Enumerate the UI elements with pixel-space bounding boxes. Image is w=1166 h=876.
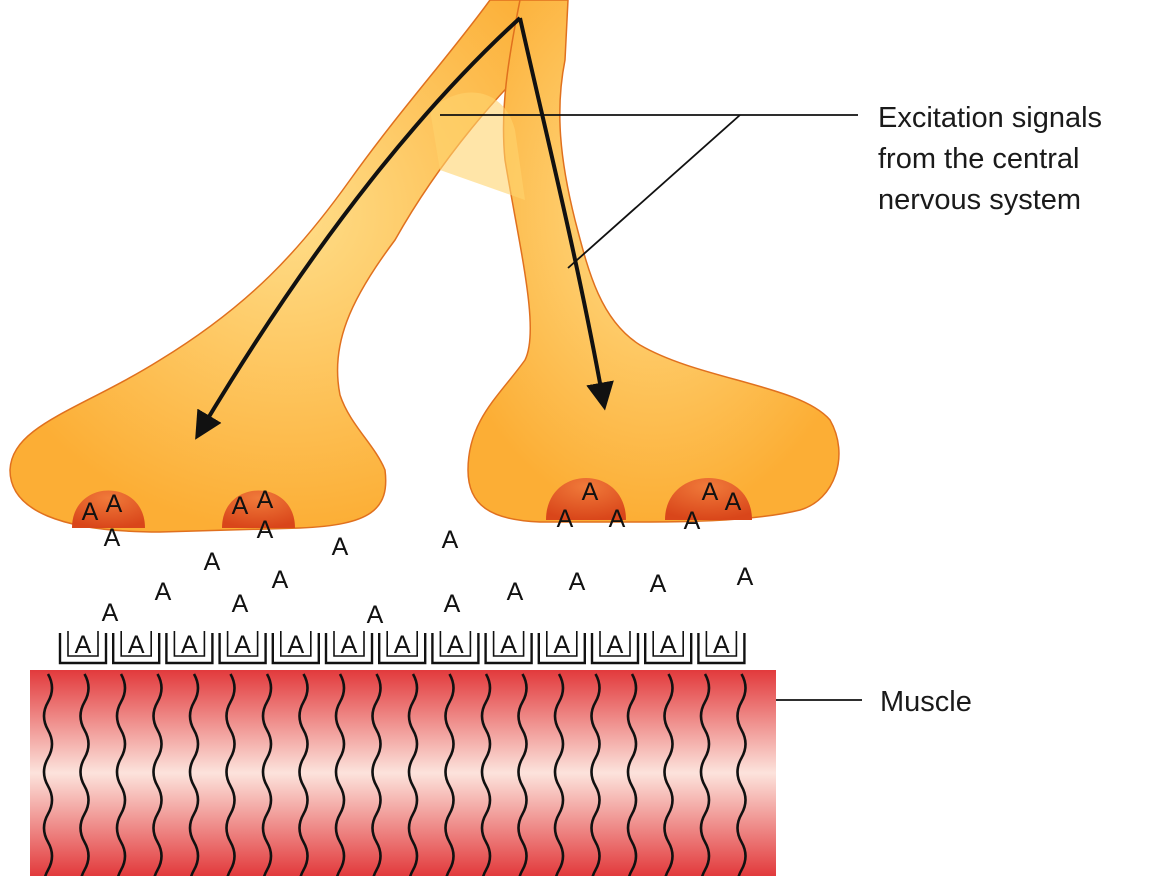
excitation-label-line1: Excitation signals xyxy=(878,102,1102,134)
bound-molecule: A xyxy=(181,631,198,659)
molecule-a: A xyxy=(557,505,574,533)
receptor: A xyxy=(379,631,425,663)
receptor: A xyxy=(60,631,106,663)
bound-molecule: A xyxy=(553,631,570,659)
molecule-a: A xyxy=(106,490,123,518)
molecule-a: A xyxy=(582,478,599,506)
axon-branch-right xyxy=(468,0,839,522)
molecule-a: A xyxy=(442,526,459,554)
molecule-a: A xyxy=(367,601,384,629)
bound-molecule: A xyxy=(128,631,145,659)
receptor: A xyxy=(273,631,319,663)
receptor: A xyxy=(645,631,691,663)
bound-molecule: A xyxy=(341,631,358,659)
molecule-a: A xyxy=(609,505,626,533)
molecule-a: A xyxy=(444,590,461,618)
molecule-a: A xyxy=(232,590,249,618)
excitation-leader-diagonal xyxy=(568,115,740,268)
molecule-a: A xyxy=(257,486,274,514)
molecule-a: A xyxy=(104,524,121,552)
bound-molecule: A xyxy=(394,631,411,659)
receptor: A xyxy=(486,631,532,663)
bound-molecule: A xyxy=(234,631,251,659)
molecule-a: A xyxy=(569,568,586,596)
molecule-a: A xyxy=(684,507,701,535)
molecule-a: A xyxy=(82,498,99,526)
bound-molecule: A xyxy=(75,631,92,659)
molecule-a: A xyxy=(257,516,274,544)
molecule-a: A xyxy=(102,599,119,627)
excitation-label: Excitation signals from the central nerv… xyxy=(878,102,1102,216)
molecule-a: A xyxy=(332,533,349,561)
bound-molecule: A xyxy=(607,631,624,659)
molecule-a: A xyxy=(507,578,524,606)
molecule-a: A xyxy=(204,548,221,576)
receptor: A xyxy=(698,631,744,663)
molecule-a: A xyxy=(725,488,742,516)
receptor: A xyxy=(113,631,159,663)
nerve-terminal xyxy=(10,0,839,532)
muscle-label: Muscle xyxy=(880,686,972,718)
bound-molecule: A xyxy=(660,631,677,659)
excitation-label-line3: nervous system xyxy=(878,184,1081,216)
molecule-a: A xyxy=(737,563,754,591)
molecule-a: A xyxy=(650,570,667,598)
bound-molecule: A xyxy=(500,631,517,659)
molecule-a: A xyxy=(272,566,289,594)
receptor: A xyxy=(166,631,212,663)
receptor: A xyxy=(539,631,585,663)
muscle xyxy=(30,670,776,876)
receptor: A xyxy=(432,631,478,663)
bound-molecule: A xyxy=(287,631,304,659)
molecule-a: A xyxy=(702,478,719,506)
bound-molecule: A xyxy=(713,631,730,659)
receptor: A xyxy=(220,631,266,663)
excitation-label-line2: from the central xyxy=(878,143,1079,175)
molecule-a: A xyxy=(155,578,172,606)
bound-molecule: A xyxy=(447,631,464,659)
receptor: A xyxy=(592,631,638,663)
receptor: A xyxy=(326,631,372,663)
molecule-a: A xyxy=(232,492,249,520)
